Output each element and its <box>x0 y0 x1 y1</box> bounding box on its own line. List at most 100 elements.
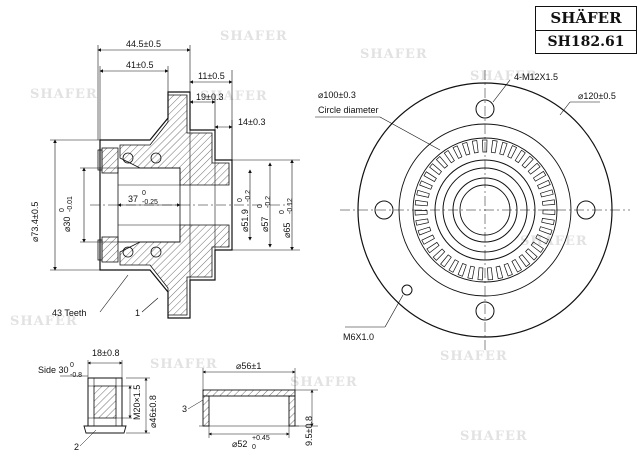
abs-tooth <box>525 248 538 261</box>
callout-2: 2 <box>74 442 79 452</box>
dim-side-30: Side 30 0 -0.8 <box>38 362 82 379</box>
teeth-label: 43 Teeth <box>52 308 86 318</box>
abs-tooth <box>417 226 432 236</box>
dim-dia-51: ⌀51.9 0 -0.2 <box>237 190 252 232</box>
dim-dia-30: ⌀30 0 -0.01 <box>59 196 74 232</box>
abs-tooth <box>423 171 437 183</box>
svg-text:⌀52: ⌀52 <box>232 439 247 449</box>
dim-width-44: 44.5±0.5 <box>126 39 161 49</box>
cap-labels: ⌀56±1 3 ⌀52 +0.45 0 9.5±0.8 <box>182 361 314 451</box>
svg-text:0: 0 <box>237 198 244 202</box>
abs-tooth <box>457 263 467 277</box>
dim-dia-120: ⌀120±0.5 <box>578 91 616 101</box>
svg-text:⌀51.9: ⌀51.9 <box>240 209 250 232</box>
svg-text:Side 30: Side 30 <box>38 365 69 375</box>
svg-text:-0.12: -0.12 <box>287 198 294 214</box>
abs-tooth <box>541 218 555 226</box>
watermark-text: SHAFER <box>290 375 358 390</box>
svg-text:-0.25: -0.25 <box>142 199 158 206</box>
abs-tooth <box>414 199 428 207</box>
brand-box: SHÄFER SH182.61 <box>535 6 637 54</box>
abs-tooth <box>426 241 440 254</box>
watermark-text: SHAFER <box>220 29 288 44</box>
watermark-text: SHAFER <box>520 234 588 249</box>
abs-tooth <box>419 180 433 190</box>
svg-text:0: 0 <box>252 444 256 451</box>
abs-tooth <box>487 267 494 281</box>
nut-labels: 18±0.8 Side 30 0 -0.8 M20×1.5 ⌀46±0.8 2 <box>38 348 158 452</box>
circle-diameter-label: Circle diameter <box>318 105 379 115</box>
callout-1: 1 <box>135 308 140 318</box>
callout-3: 3 <box>182 404 187 414</box>
dim-dia-46: ⌀46±0.8 <box>148 395 158 428</box>
svg-text:⌀57: ⌀57 <box>260 217 270 232</box>
abs-tooth <box>443 150 455 164</box>
abs-tooth <box>477 267 484 281</box>
dim-width-19: 19±0.3 <box>196 92 223 102</box>
svg-text:-0.2: -0.2 <box>245 190 252 202</box>
watermark-text: SHAFER <box>440 349 508 364</box>
brand-name: SHÄFER <box>536 7 636 31</box>
abs-tooth <box>514 149 526 164</box>
section-dimensions <box>50 45 300 313</box>
abs-tooth <box>499 141 508 156</box>
dim-width-14: 14±0.3 <box>238 117 265 127</box>
abs-tooth <box>471 140 479 154</box>
svg-text:⌀65: ⌀65 <box>282 223 292 238</box>
watermark-text: SHAFER <box>200 89 268 104</box>
abs-tooth <box>429 163 442 176</box>
dim-m20: M20×1.5 <box>132 385 142 420</box>
dim-dia-65: ⌀65 0 -0.12 <box>279 198 294 238</box>
abs-tooth <box>535 234 549 245</box>
abs-tooth <box>518 254 531 268</box>
abs-tooth <box>416 189 430 198</box>
m6-label: M6X1.0 <box>343 332 374 342</box>
abs-tooth <box>538 226 553 235</box>
dim-nut-18: 18±0.8 <box>92 348 119 358</box>
abs-tooth <box>490 139 498 154</box>
abs-tooth <box>503 262 513 277</box>
abs-tooth <box>521 155 534 169</box>
svg-text:0: 0 <box>142 190 146 197</box>
svg-text:-0.8: -0.8 <box>70 372 82 379</box>
abs-tooth <box>414 210 428 216</box>
svg-text:37: 37 <box>128 194 138 204</box>
abs-tooth <box>448 259 459 273</box>
dim-height-9: 9.5±0.8 <box>304 416 314 446</box>
abs-tooth <box>461 141 471 156</box>
dim-dia-56: ⌀56±1 <box>236 361 261 371</box>
watermark-text: SHAFER <box>470 69 538 84</box>
abs-tooth <box>452 145 463 159</box>
watermark-text: SHAFER <box>460 429 528 444</box>
bolt-spec-label: 4-M12X1.5 <box>514 72 558 82</box>
svg-text:-0.2: -0.2 <box>265 196 272 208</box>
cap-drawing <box>187 368 318 438</box>
svg-text:0: 0 <box>59 208 66 212</box>
abs-tooth <box>542 209 556 215</box>
abs-tooth <box>415 218 429 226</box>
dim-dia-100: ⌀100±0.3 <box>318 90 356 100</box>
abs-tooth <box>495 265 504 280</box>
front-view <box>315 70 630 350</box>
dim-width-11: 11±0.5 <box>198 71 225 81</box>
dim-dia-57: ⌀57 0 -0.2 <box>257 196 272 232</box>
dim-width-37: 37 0 -0.25 <box>128 190 158 206</box>
abs-tooth <box>467 265 475 280</box>
svg-text:-0.01: -0.01 <box>67 196 74 212</box>
abs-tooth <box>440 254 452 268</box>
abs-tooth-ring <box>414 139 556 281</box>
watermark-text: SHAFER <box>360 47 428 62</box>
abs-tooth <box>527 162 541 175</box>
abs-tooth <box>435 155 449 169</box>
abs-tooth <box>537 179 551 190</box>
dim-width-41: 41±0.5 <box>126 60 153 70</box>
abs-tooth <box>530 241 544 253</box>
abs-tooth <box>511 259 522 273</box>
front-labels: ⌀100±0.3 Circle diameter 4-M12X1.5 ⌀120±… <box>318 72 616 342</box>
dim-dia-52: ⌀52 +0.45 0 <box>232 435 270 451</box>
svg-text:⌀30: ⌀30 <box>62 217 72 232</box>
watermark-text: SHAFER <box>150 357 218 372</box>
abs-tooth <box>542 199 556 206</box>
dim-dia-73: ⌀73.4±0.5 <box>30 202 40 242</box>
